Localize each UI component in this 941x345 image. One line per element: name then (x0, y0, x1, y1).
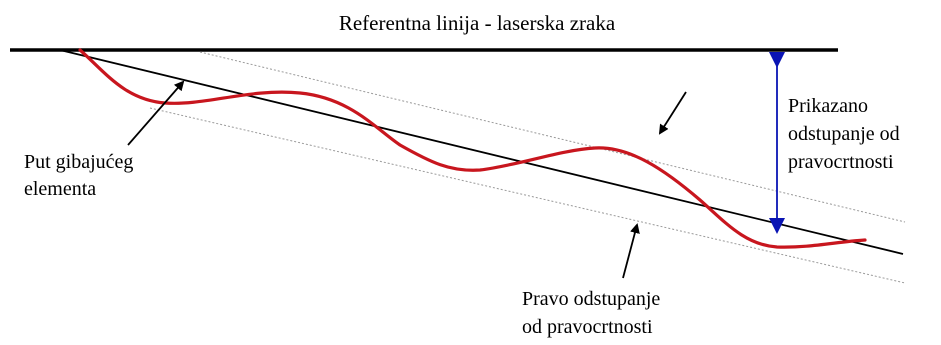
shown-label-line-2: odstupanje od (788, 123, 900, 145)
upper-envelope-pointer-arrow (658, 91, 687, 135)
true-label-line-2: od pravocrtnosti (522, 316, 653, 338)
true-label-line-1: Pravo odstupanje (522, 288, 660, 310)
envelope-line-lower (149, 107, 906, 284)
lower-envelope-pointer-arrow (622, 223, 640, 279)
shown-label-line-3: pravocrtnosti (788, 151, 894, 173)
movement-path (78, 48, 867, 249)
path-label-line-1: Put gibajućeg (24, 151, 133, 173)
trend-line (59, 49, 904, 255)
envelope-line-upper (199, 51, 906, 223)
reference-line-title: Referentna linija - laserska zraka (339, 11, 616, 35)
path-pointer-arrow (127, 80, 185, 146)
path-label-line-2: elementa (24, 178, 96, 200)
shown-label-line-1: Prikazano (788, 95, 868, 117)
